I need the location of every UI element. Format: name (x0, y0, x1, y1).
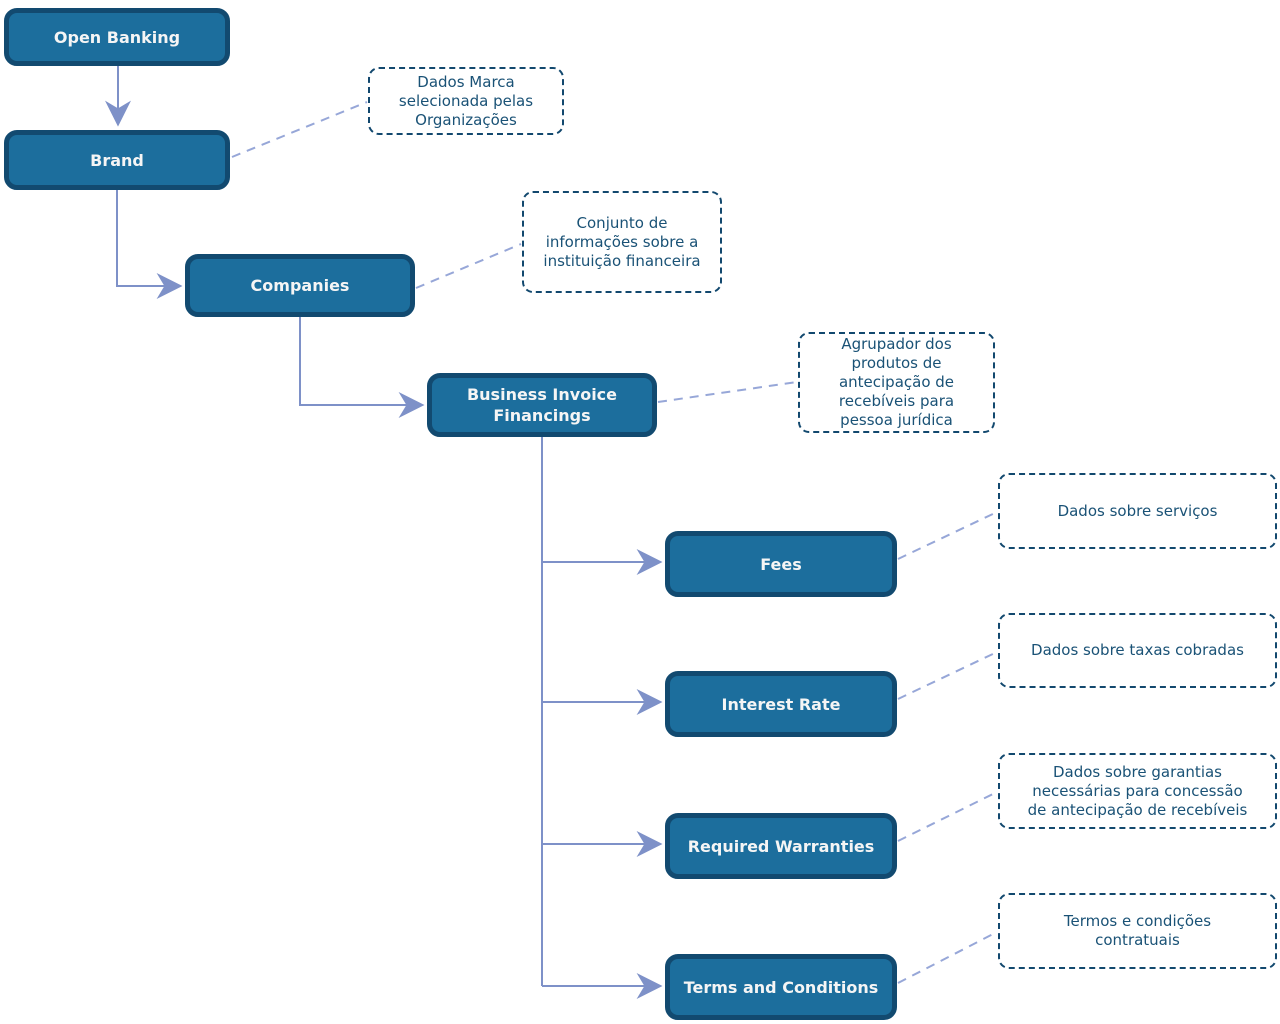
node-label: Companies (250, 276, 350, 295)
node-brand: Brand (4, 130, 230, 190)
note-link-companies (415, 243, 522, 289)
annotation-fees: Dados sobre serviços (998, 473, 1277, 549)
annotation-interest-rate: Dados sobre taxas cobradas (998, 613, 1277, 688)
note-link-terms-and-conditions (897, 931, 998, 984)
node-label: Terms and Conditions (683, 977, 879, 997)
annotation-text: Termos e condições contratuais (1063, 912, 1212, 949)
annotation-required-warranties: Dados sobre garantias necessárias para c… (998, 753, 1277, 829)
node-label: Open Banking (53, 27, 181, 47)
node-fees: Fees (665, 531, 897, 597)
node-companies: Companies (185, 254, 415, 317)
edge-companies-to-business-invoice-financings (299, 317, 425, 418)
edge-brand-to-companies (116, 190, 183, 299)
node-interest-rate: Interest Rate (665, 671, 897, 737)
annotation-brand: Dados Marca selecionada pelas Organizaçõ… (368, 67, 564, 135)
node-label: Fees (760, 554, 802, 574)
annotation-text: Dados Marca selecionada pelas Organizaçõ… (398, 72, 534, 129)
annotation-text: Conjunto de informações sobre a institui… (543, 213, 701, 270)
node-terms-and-conditions: Terms and Conditions (665, 954, 897, 1020)
node-required-warranties: Required Warranties (665, 813, 897, 879)
annotation-text: Dados sobre serviços (1057, 501, 1218, 520)
note-link-required-warranties (897, 791, 998, 842)
annotation-text: Dados sobre taxas cobradas (1031, 641, 1244, 659)
annotation-text: Dados sobre garantias necessárias para c… (1027, 762, 1248, 819)
note-link-interest-rate (897, 651, 998, 700)
node-label: Business Invoice Financings (466, 385, 618, 425)
node-business-invoice-financings: Business Invoice Financings (427, 373, 657, 437)
annotation-companies: Conjunto de informações sobre a institui… (522, 191, 722, 293)
annotation-business-invoice-financings: Agrupador dos produtos de antecipação de… (798, 332, 995, 433)
note-link-fees (897, 511, 998, 560)
note-link-brand (231, 101, 368, 158)
node-label: Required Warranties (687, 836, 875, 856)
note-link-business-invoice-financings (657, 381, 798, 403)
node-open-banking: Open Banking (4, 8, 230, 66)
node-label: Interest Rate (721, 694, 841, 714)
annotation-terms-and-conditions: Termos e condições contratuais (998, 893, 1277, 969)
node-label: Brand (90, 150, 144, 170)
annotation-text: Agrupador dos produtos de antecipação de… (838, 335, 955, 429)
